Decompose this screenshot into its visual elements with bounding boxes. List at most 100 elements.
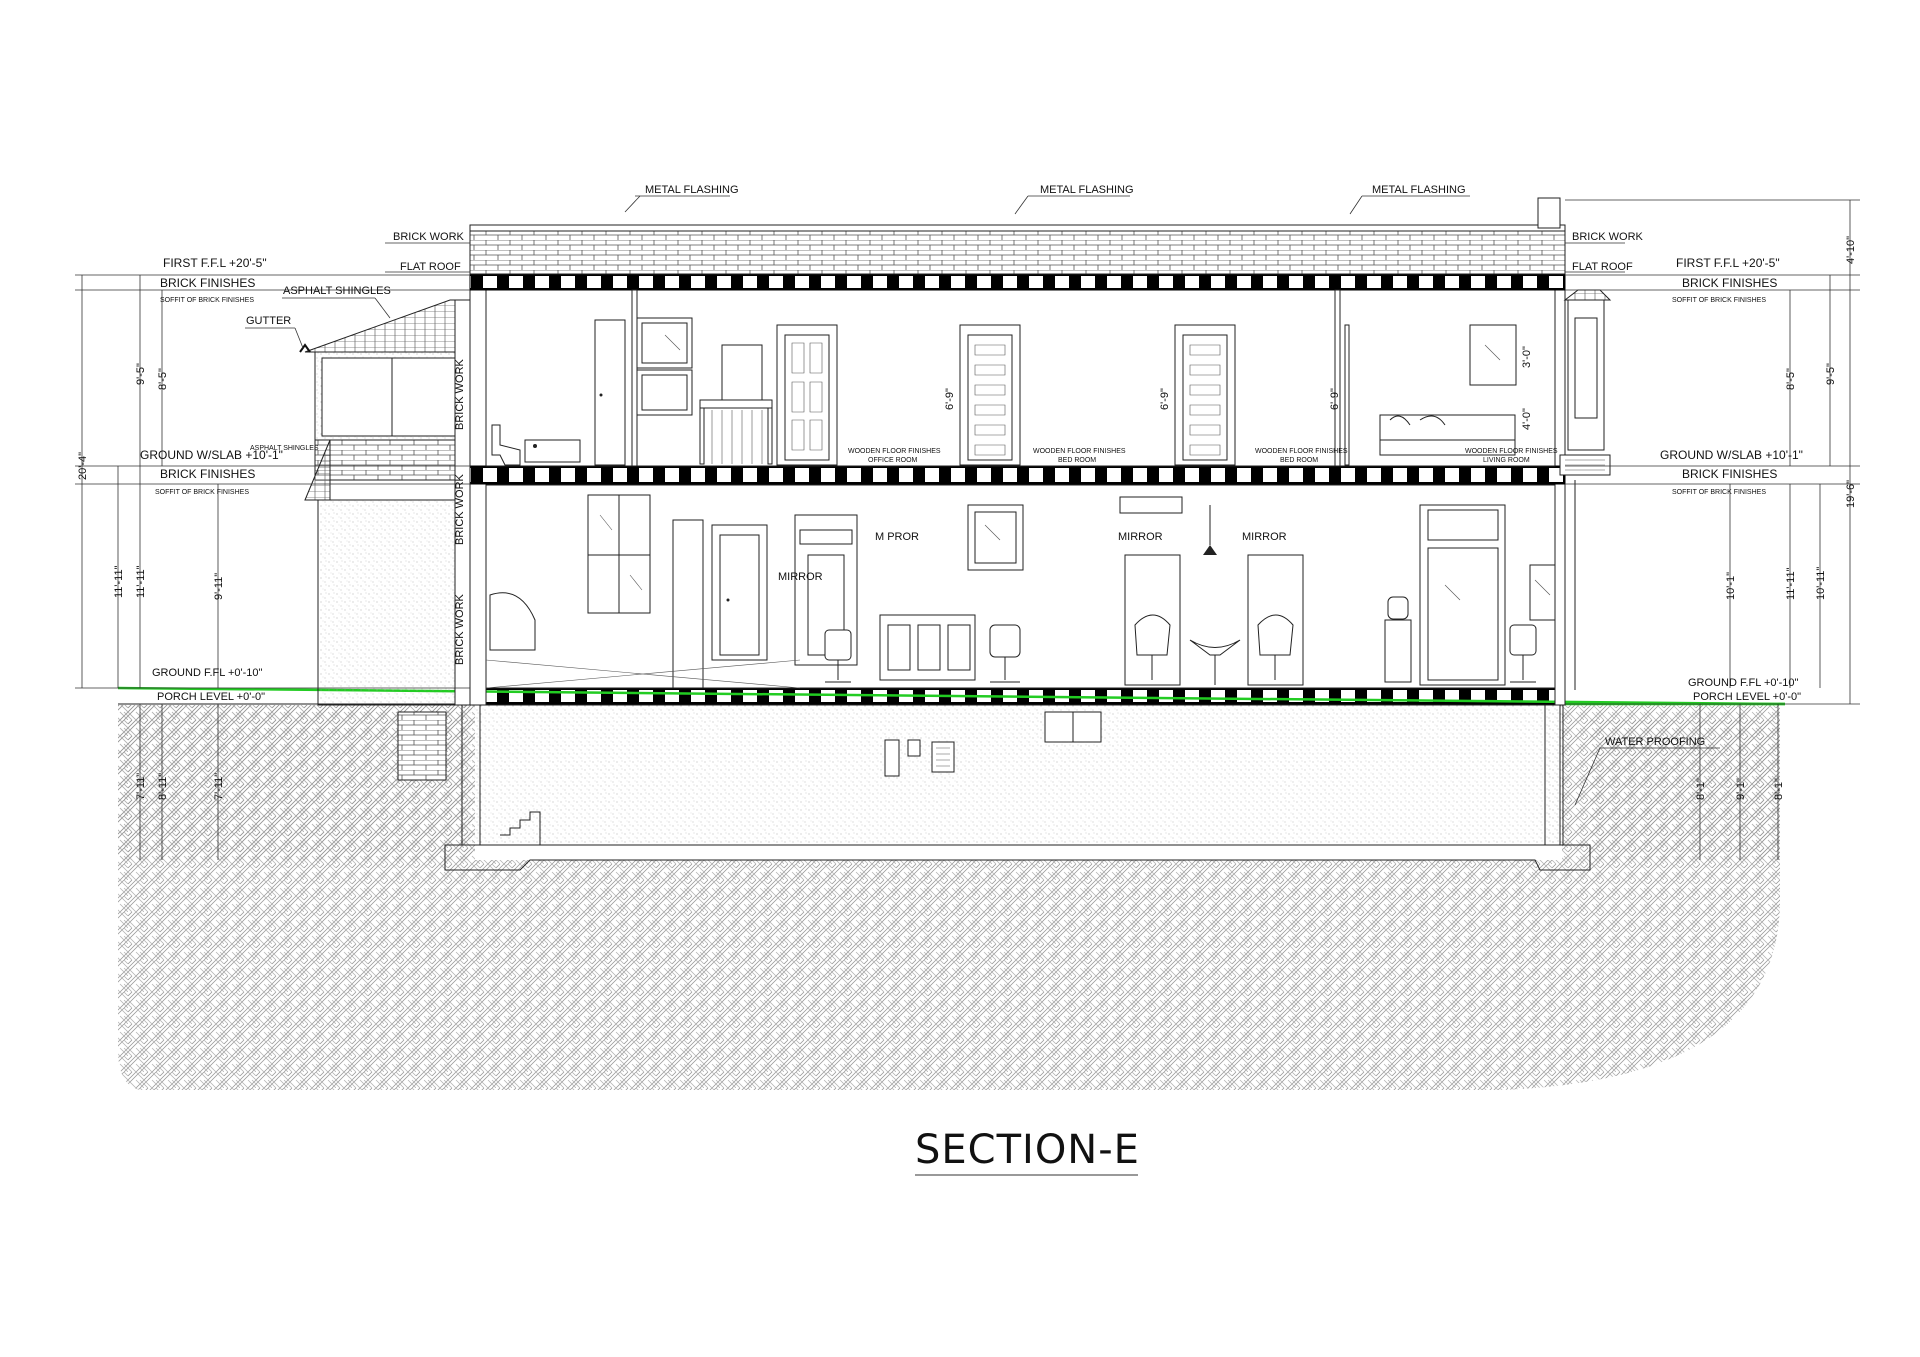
door-bedroom-1 [959,324,1021,466]
dim-left-8: 7'-11" [213,773,225,800]
wash-basin [1189,639,1241,685]
bath-wall-door [594,319,626,466]
bed-room-label-2: BED ROOM [1280,457,1318,464]
annex-wall-strip [454,299,471,706]
section-title: SECTION-E [915,1127,1140,1173]
lobby-chair [489,592,536,651]
dim-interior-1: 6'-9" [1159,388,1171,410]
basement-stair [500,811,541,845]
mirror-station-1 [1124,554,1181,686]
fridge [721,344,763,406]
mirror-station-2 [1247,554,1304,686]
annex-brick-band [314,439,468,481]
electrical-panel [884,739,900,777]
basement-stair-wall [397,711,447,781]
water-cooler [1384,596,1412,683]
water-proofing-label: WATER PROOFING [1605,736,1705,748]
glass-door [1419,504,1506,686]
door-ground-1 [711,524,768,661]
stair-balustrade [699,399,773,465]
living-room-label: LIVING ROOM [1483,457,1530,464]
basement-left-wall [461,704,481,846]
dim-right-2: 8'-5" [1785,368,1797,390]
dim-right-7: 8'-1" [1695,778,1707,800]
living-window [1469,324,1517,386]
dim-left-4: 11'-11" [135,565,147,598]
ground-slab-left: GROUND W/SLAB +10'-1" [140,448,283,462]
first-ffl-right: FIRST F.F.L +20'-5" [1676,256,1780,270]
basement-right-wall [1544,704,1564,846]
brick-finishes-right-1: BRICK FINISHES [1682,276,1777,290]
annex-lower-wall [317,499,469,706]
dimension-lines [75,199,1860,860]
gutter [299,343,311,353]
ground-ffl-left: GROUND F.FL +0'-10" [152,667,263,679]
office-room-label: OFFICE ROOM [868,457,918,464]
dim-right-6: 10'-1" [1725,572,1737,600]
brick-work-vertical-3: BRICK WORK [454,593,466,665]
bay-roof [1563,289,1612,301]
sofa [1379,414,1516,456]
mirror-label-station-1: MIRROR [1118,531,1163,543]
brick-finishes-right-2: BRICK FINISHES [1682,467,1777,481]
door-bedroom-2 [1174,324,1236,466]
brick-finishes-left-2: BRICK FINISHES [160,467,255,481]
brick-finishes-left-1: BRICK FINISHES [160,276,255,290]
toilet [491,424,521,466]
dim-interior-2: 6'-9" [1329,388,1341,410]
wall-frame [967,504,1024,571]
dim-right-3: 19'-6" [1845,480,1857,508]
pendant-lamp [1203,505,1217,555]
wooden-floor-label-1: WOODEN FLOOR FINISHES [848,448,941,455]
salon-chair-1 [824,629,852,683]
dim-right-5: 10'-11" [1815,567,1827,600]
gutter-label: GUTTER [246,315,291,327]
first-ffl-left: FIRST F.F.L +20'-5" [163,256,267,270]
brick-work-label-right: BRICK WORK [1572,231,1644,243]
meter-box [907,739,921,757]
dim-interior-3: 3'-0" [1521,346,1533,368]
soffit-right-1: SOFFIT OF BRICK FINISHES [1672,297,1766,304]
leader-lines [245,195,1720,806]
soffit-right-2: SOFFIT OF BRICK FINISHES [1672,489,1766,496]
roof-slab [469,273,1566,291]
metal-flashing-label-3: METAL FLASHING [1372,184,1466,196]
bay-window [1567,299,1605,451]
brick-work-vertical-2: BRICK WORK [454,473,466,545]
wooden-floor-label-2: WOODEN FLOOR FINISHES [1033,448,1126,455]
asphalt-shingles-label: ASPHALT SHINGLES [283,285,391,297]
left-exterior-wall [469,274,487,706]
asphalt-shingles-small-label: ASPHALT SHINGLES [250,445,319,452]
right-exterior-wall [1554,274,1566,706]
dim-left-2: 8'-5" [157,368,169,390]
brick-work-label-left: BRICK WORK [393,231,465,243]
brick-work-vertical-1: BRICK WORK [454,358,466,430]
dim-right-1: 9'-5" [1825,363,1837,385]
porch-level-left: PORCH LEVEL +0'-0" [157,691,265,703]
first-floor-slab [469,465,1566,485]
wooden-floor-label-4: WOODEN FLOOR FINISHES [1465,448,1558,455]
vanity [524,439,581,463]
flat-roof-label-left: FLAT ROOF [400,261,461,273]
dim-left-7: 8'-11" [157,773,169,800]
dim-right-8: 9'-1" [1735,778,1747,800]
kitchen-cabinet-lower [636,369,693,416]
dim-right-4: 11'-11" [1785,567,1797,600]
metal-flashing-label-2: METAL FLASHING [1040,184,1134,196]
metal-flashing-cap [469,224,1566,232]
earth-hatch-upper-left [118,705,472,860]
chimney-cap [1537,197,1561,229]
salon-chair-2 [989,624,1021,683]
dim-left-5: 9'-11" [213,573,225,600]
dim-right-9: 8'-1" [1773,778,1785,800]
soffit-left-2: SOFFIT OF BRICK FINISHES [155,489,249,496]
dim-left-6: 7'-11" [135,773,147,800]
air-conditioner [1119,496,1183,514]
dim-right-0: 4'-10" [1845,236,1857,264]
earth-hatch [118,705,1780,1090]
kitchen-cabinet [636,317,693,369]
mirror-label-ground-2: MIRROR [778,571,823,583]
basement-slab-fill [479,704,1561,846]
porch-level-right: PORCH LEVEL +0'-0" [1693,691,1801,703]
